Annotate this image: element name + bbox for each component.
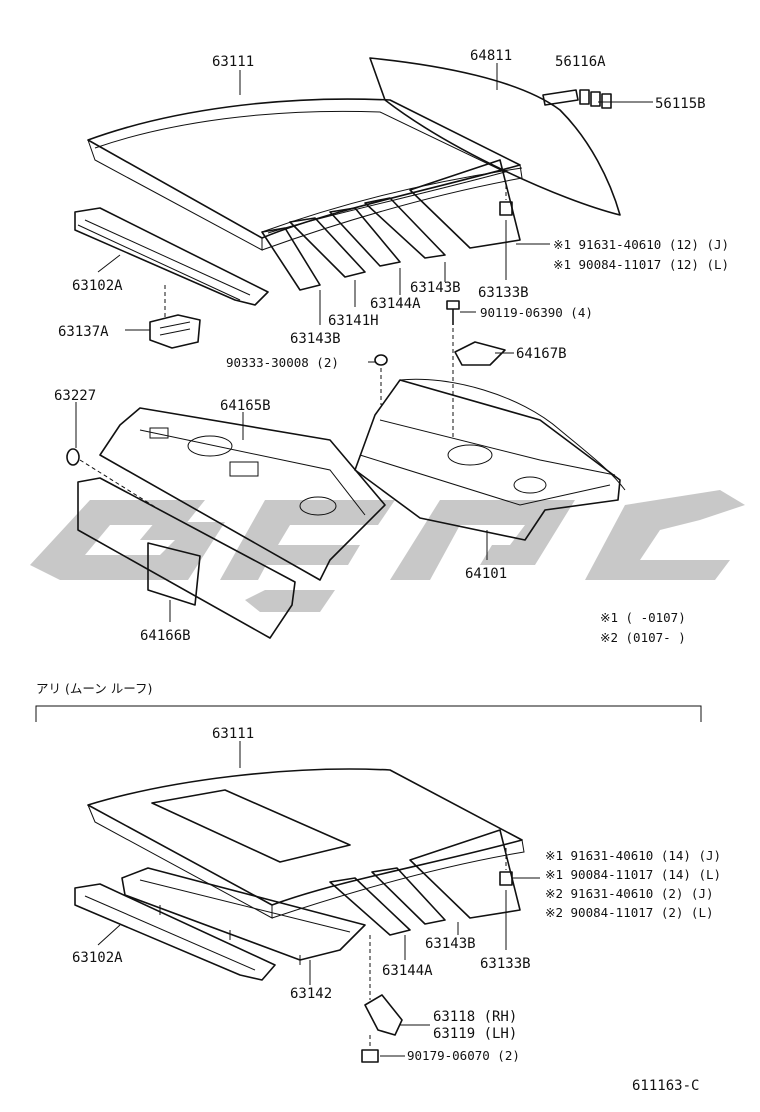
legend: ※1 ( -0107) ※2 (0107- ): [600, 610, 686, 645]
label-63119: 63119 (LH): [433, 1026, 517, 1042]
lower-labels: 63111 63102A 63142 63144A 63143B 63133B …: [72, 726, 721, 1063]
label-90119: 90119-06390 (4): [480, 305, 593, 320]
package-tray-panel: [99, 407, 386, 581]
trim-panel: [77, 477, 296, 639]
label-63143b-right: 63143B: [410, 280, 461, 296]
watermark-logo: [30, 490, 745, 612]
label-63227: 63227: [54, 388, 96, 404]
upper-labels: 63111 64811 56116A 56115B 63102A 63143B …: [54, 48, 729, 644]
clip-63227: [66, 448, 80, 466]
label-90333: 90333-30008 (2): [226, 355, 339, 370]
label-63143b-left: 63143B: [290, 331, 341, 347]
lower-leaders: [97, 741, 507, 1057]
roof-bow-2: [289, 217, 366, 278]
label-63102a-lower: 63102A: [72, 950, 123, 966]
label-63143b-lower: 63143B: [425, 936, 476, 952]
label-64166b: 64166B: [140, 628, 191, 644]
label-63118: 63118 (RH): [433, 1009, 517, 1025]
label-63111: 63111: [212, 54, 254, 70]
label-56116a: 56116A: [555, 54, 606, 70]
lower-assembly: [74, 768, 525, 1063]
label-64165b: 64165B: [220, 398, 271, 414]
bolt-63133b-lower: [499, 871, 513, 886]
rear-mark: [542, 89, 579, 106]
note-lower-3: ※2 91631-40610 (2) (J): [545, 886, 714, 901]
bolt-63133b: [499, 201, 513, 216]
label-63141h: 63141H: [328, 313, 379, 329]
fastener-63137a: [149, 314, 201, 349]
upper-leaders: [75, 63, 653, 622]
note-lower-1: ※1 91631-40610 (14) (J): [545, 848, 721, 863]
label-63142: 63142: [290, 986, 332, 1002]
roof-panel: [87, 98, 521, 239]
roof-bow-3: [329, 207, 401, 267]
front-header-panel-lower: [74, 883, 276, 981]
section-title: アリ (ムーン ルーフ): [36, 681, 152, 696]
roof-bow-4: [364, 197, 446, 259]
nut-90179: [361, 1049, 379, 1063]
label-63144a-lower: 63144A: [382, 963, 433, 979]
roof-bow-5: [409, 159, 521, 249]
roof-bow-rear-lower: [409, 829, 521, 919]
plug-90333: [374, 354, 388, 366]
note-lower-2: ※1 90084-11017 (14) (L): [545, 867, 721, 882]
label-63133b-lower: 63133B: [480, 956, 531, 972]
moonroof-frame: [121, 867, 366, 961]
upper-assembly: [66, 57, 626, 639]
front-header-panel: [74, 207, 269, 306]
moonroof-opening: [151, 789, 351, 863]
roof-panel-moonroof: [87, 768, 523, 906]
note-upper-2: ※1 90084-11017 (12) (L): [553, 257, 729, 272]
label-63144a: 63144A: [370, 296, 421, 312]
label-56115b: 56115B: [655, 96, 706, 112]
back-window: [369, 57, 621, 216]
label-63137a: 63137A: [58, 324, 109, 340]
label-63102a: 63102A: [72, 278, 123, 294]
note-lower-4: ※2 90084-11017 (2) (L): [545, 905, 714, 920]
bracket-63118: [364, 994, 403, 1036]
note-upper-1: ※1 91631-40610 (12) (J): [553, 237, 729, 252]
label-90179: 90179-06070 (2): [407, 1048, 520, 1063]
label-64101: 64101: [465, 566, 507, 582]
label-64811: 64811: [470, 48, 512, 64]
legend-line-1: ※1 ( -0107): [600, 610, 686, 625]
bolt-90119: [446, 300, 460, 325]
label-63133b: 63133B: [478, 285, 529, 301]
plate-64167b: [454, 341, 506, 366]
roof-bow-1: [261, 227, 321, 291]
legend-line-2: ※2 (0107- ): [600, 630, 686, 645]
clip-parts: [579, 89, 612, 109]
label-64167b: 64167B: [516, 346, 567, 362]
section-bracket: [35, 705, 702, 722]
rear-panel: [354, 379, 621, 541]
label-63111-lower: 63111: [212, 726, 254, 742]
figure-code: 611163-C: [632, 1078, 699, 1094]
